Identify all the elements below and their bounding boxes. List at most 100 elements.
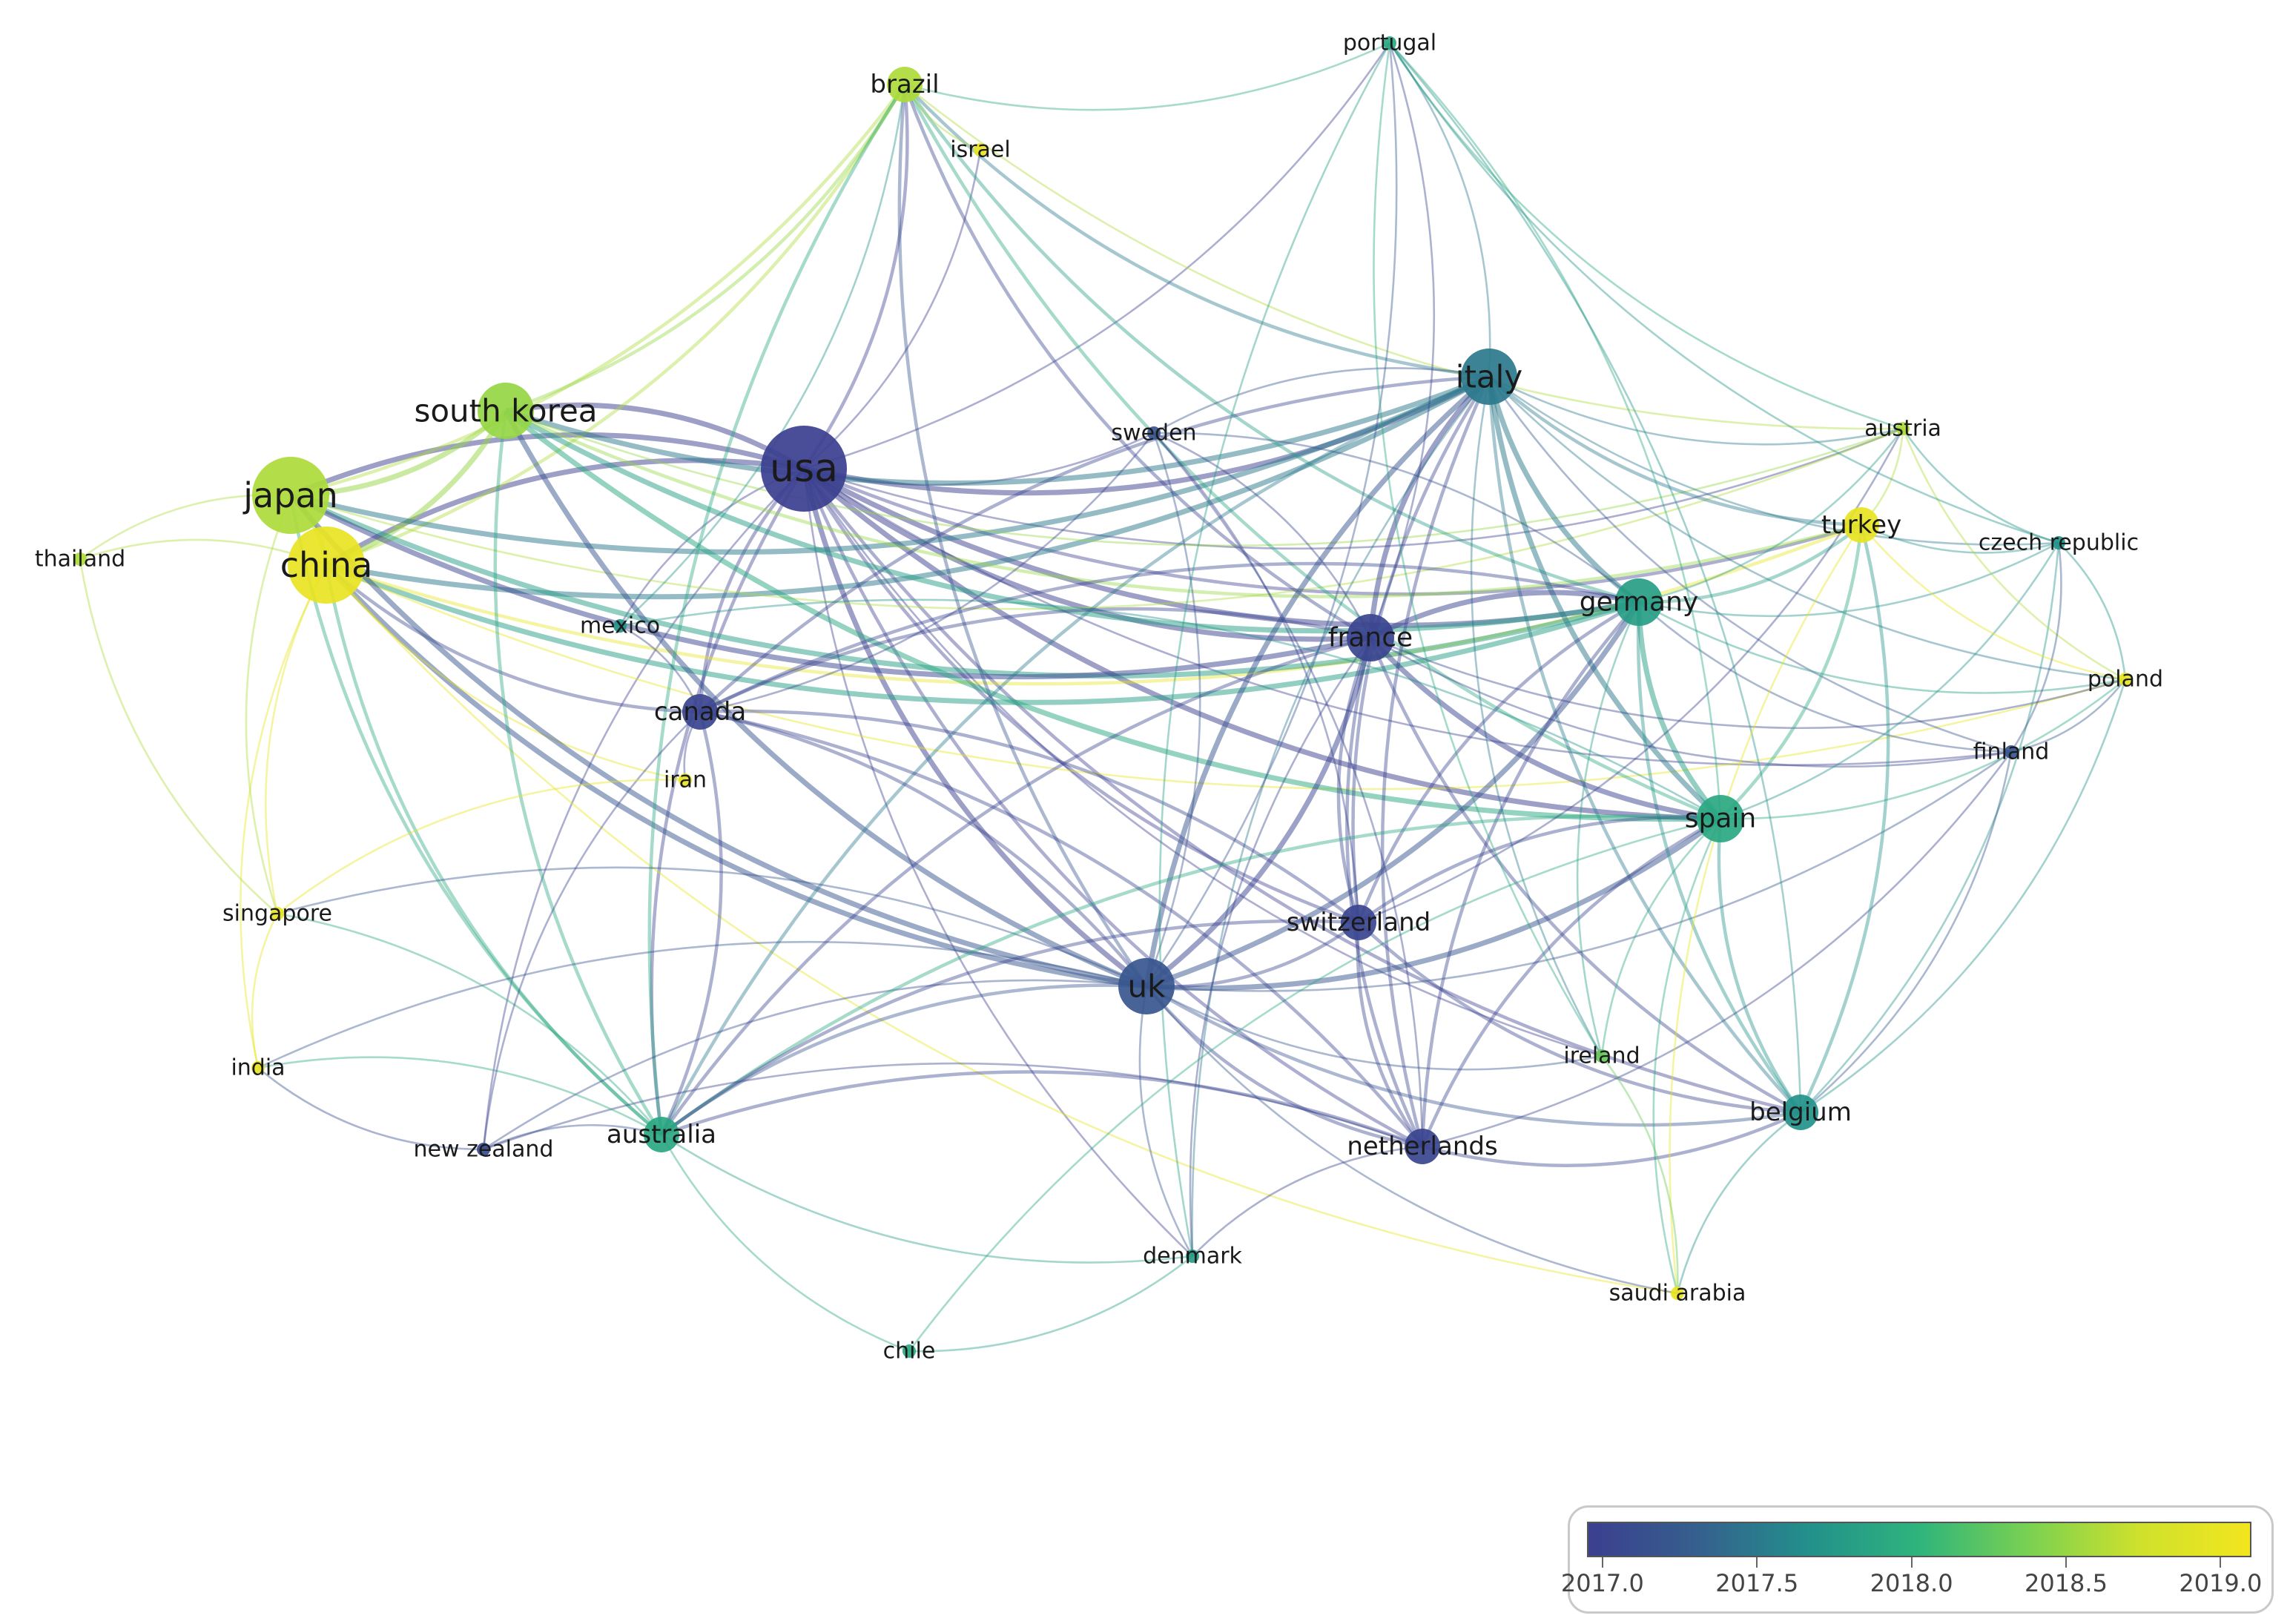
node-sweden[interactable] [1147,426,1161,440]
edge-usa-portugal [803,42,1391,470]
edge-china-uk [324,563,1147,989]
node-belgium[interactable] [1783,1095,1818,1130]
edge-italy-uk [1144,374,1491,987]
node-label-new-zealand: new zealand [414,1137,554,1163]
edge-usa-brazil [802,84,909,470]
edge-spain-switzerland [1357,815,1721,924]
legend-label-4: 2019.0 [2179,1569,2263,1597]
edge-netherlands-belgium [1422,1110,1801,1168]
color-scale-bar [1587,1522,2251,1557]
edge-italy-australia [660,374,1490,1136]
node-label-france: france [1328,623,1413,653]
network-nodes [73,36,2132,1358]
node-japan[interactable] [252,457,329,534]
node-china[interactable] [288,527,365,604]
edge-france-canada [699,607,1371,714]
node-czech-republic[interactable] [2052,536,2065,549]
node-chile[interactable] [903,1344,916,1358]
edge-netherlands-sweden [1153,432,1424,1147]
node-usa[interactable] [761,426,847,512]
edge-uk-germany [1145,601,1641,989]
edge-spain-portugal [1389,42,1722,819]
edge-italy-canada [699,374,1490,713]
edge-spain-czech-republic [1720,542,2060,820]
node-iran[interactable] [679,773,692,787]
edge-australia-chile [660,1134,910,1353]
node-finland[interactable] [2004,745,2018,759]
node-label-saudi-arabia: saudi arabia [1609,1281,1746,1307]
edge-uk-belgium [1145,985,1801,1127]
edge-mexico-brazil [619,84,906,627]
edge-uk-singapore [277,866,1147,988]
node-label-uk: uk [1128,968,1167,1005]
node-australia[interactable] [644,1117,679,1152]
edge-usa-belgium [802,467,1801,1115]
node-canada[interactable] [682,694,718,730]
node-germany[interactable] [1615,578,1663,626]
edge-belgium-finland [1800,751,2013,1113]
node-italy[interactable] [1461,349,1517,405]
node-ireland[interactable] [1595,1049,1608,1063]
node-israel[interactable] [974,143,987,156]
edge-italy-sweden [1153,367,1490,435]
node-spain[interactable] [1697,795,1744,842]
edge-china-poland [326,564,2126,790]
legend-label-0: 2017.0 [1560,1569,1644,1597]
node-brazil[interactable] [887,67,923,102]
node-south-korea[interactable] [478,383,534,439]
edge-uk-denmark [1138,986,1194,1257]
node-label-india: india [231,1055,285,1081]
edge-china-australia [324,564,663,1136]
edge-saudi-arabia-ireland [1600,1055,1679,1294]
node-new-zealand[interactable] [477,1143,490,1156]
edge-germany-canada [699,561,1640,714]
edge-france-spain [1368,636,1721,822]
node-france[interactable] [1347,614,1394,661]
edge-china-canada [325,564,701,714]
edge-uk-switzerland [1146,921,1360,988]
edge-usa-ireland [802,468,1603,1057]
node-label-austria: austria [1864,416,1941,442]
node-saudi-arabia[interactable] [1671,1287,1684,1300]
edge-south-korea-austria [505,409,1904,547]
edge-south-korea-germany [504,408,1640,634]
edge-austria-czech-republic [1901,428,2059,544]
node-uk[interactable] [1118,958,1175,1014]
edge-china-saudi-arabia [326,564,1678,1295]
edge-japan-australia [288,495,663,1136]
edge-spain-australia [660,814,1721,1136]
node-poland[interactable] [2119,673,2132,686]
node-india[interactable] [251,1061,265,1075]
edge-spain-turkey [1719,524,1864,820]
node-label-chile: chile [883,1339,936,1364]
edge-france-sweden [1153,432,1372,638]
node-turkey[interactable] [1844,507,1879,543]
node-singapore[interactable] [271,907,284,920]
node-label-japan: japan [242,475,338,515]
edge-france-belgium [1368,637,1802,1114]
node-label-turkey: turkey [1821,510,1901,540]
edge-brazil-germany [903,83,1640,604]
edge-finland-czech-republic [2010,542,2062,753]
node-portugal[interactable] [1383,36,1396,50]
node-label-sweden: sweden [1111,420,1196,446]
edge-uk-portugal [1145,42,1398,987]
edge-germany-austria [1638,428,1904,604]
node-mexico[interactable] [613,619,627,633]
node-netherlands[interactable] [1405,1129,1440,1164]
edge-belgium-poland [1800,679,2127,1114]
node-switzerland[interactable] [1341,905,1376,940]
edge-usa-denmark [802,468,1193,1257]
legend-label-1: 2017.5 [1715,1569,1799,1597]
edge-uk-ireland [1146,985,1603,1071]
edge-usa-japan [289,432,805,498]
node-thailand[interactable] [73,552,87,566]
edge-france-portugal [1369,42,1436,638]
node-austria[interactable] [1896,422,1910,435]
node-denmark[interactable] [1186,1250,1199,1263]
edge-japan-france [289,492,1371,680]
edge-france-finland [1370,636,2012,768]
edge-japan-uk [288,493,1147,989]
edge-portugal-czech-republic [1388,42,2059,544]
edge-usa-netherlands [802,468,1424,1148]
